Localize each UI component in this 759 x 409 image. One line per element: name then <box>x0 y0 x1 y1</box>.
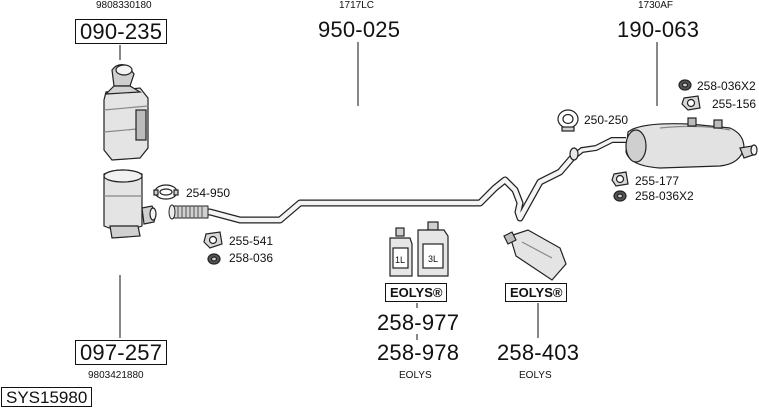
eolys-bottles-drawing: 1L 3L <box>389 221 449 277</box>
part-middle-pipe[interactable]: 950-025 <box>318 17 401 42</box>
part-gasket-front[interactable]: 255-541 <box>229 234 274 248</box>
bottle-large-label: 3L <box>428 254 438 264</box>
part-gasket-rear-bottom[interactable]: 255-177 <box>635 174 680 188</box>
oem-ref-middle: 1717LC <box>339 0 375 11</box>
gasket-front-icon <box>203 231 223 249</box>
part-eolys-pouch[interactable]: 258-403 <box>497 340 580 365</box>
eolys-logo-pouch: EOLYS® <box>505 283 568 302</box>
rear-silencer-drawing <box>569 117 758 169</box>
part-gasket-rear-top[interactable]: 255-156 <box>712 97 757 111</box>
part-rear-silencer[interactable]: 190-063 <box>617 17 700 42</box>
middle-pipe-drawing <box>168 154 576 224</box>
eolys-pouch-drawing <box>503 229 567 281</box>
bottle-small-icon: 1L <box>389 227 413 277</box>
oem-ref-left: 9808330180 <box>96 0 152 11</box>
system-code: SYS15980 <box>1 387 93 407</box>
part-catalyst-top[interactable]: 090-235 <box>75 19 168 44</box>
part-eolys-fluid-1[interactable]: 258-977 <box>377 310 460 335</box>
clamp-front-icon <box>153 184 179 200</box>
part-rubber-rear-top[interactable]: 258-036X2 <box>697 79 756 93</box>
oem-ref-right: 1730AF <box>638 0 674 11</box>
upper-catalyst-drawing <box>103 64 149 161</box>
bottle-large-icon: 3L <box>417 221 449 277</box>
lower-catalyst-drawing <box>103 169 157 239</box>
hardware-drawings <box>153 79 701 265</box>
oem-ref-catalyst-bottom: 9803421880 <box>88 370 144 381</box>
bottle-small-label: 1L <box>395 255 405 265</box>
eolys-pouch-caption: EOLYS <box>519 370 552 381</box>
gasket-rear-top-icon <box>681 95 701 111</box>
leader-lines <box>119 42 658 340</box>
part-catalyst-bottom[interactable]: 097-257 <box>75 340 168 365</box>
rubber-rear-top-icon <box>678 79 692 91</box>
part-rubber-front[interactable]: 258-036 <box>229 251 274 265</box>
gasket-rear-bottom-icon <box>611 171 629 187</box>
rubber-rear-bottom-icon <box>613 190 627 202</box>
eolys-logo-fluid: EOLYS® <box>385 283 448 302</box>
part-clamp-front[interactable]: 254-950 <box>186 186 231 200</box>
part-rubber-rear-bottom[interactable]: 258-036X2 <box>635 189 694 203</box>
part-clamp-rear[interactable]: 250-250 <box>584 113 629 127</box>
clamp-rear-icon <box>557 109 579 132</box>
rubber-front-icon <box>207 253 221 265</box>
part-eolys-fluid-2[interactable]: 258-978 <box>377 340 460 365</box>
eolys-fluid-caption: EOLYS <box>399 370 432 381</box>
